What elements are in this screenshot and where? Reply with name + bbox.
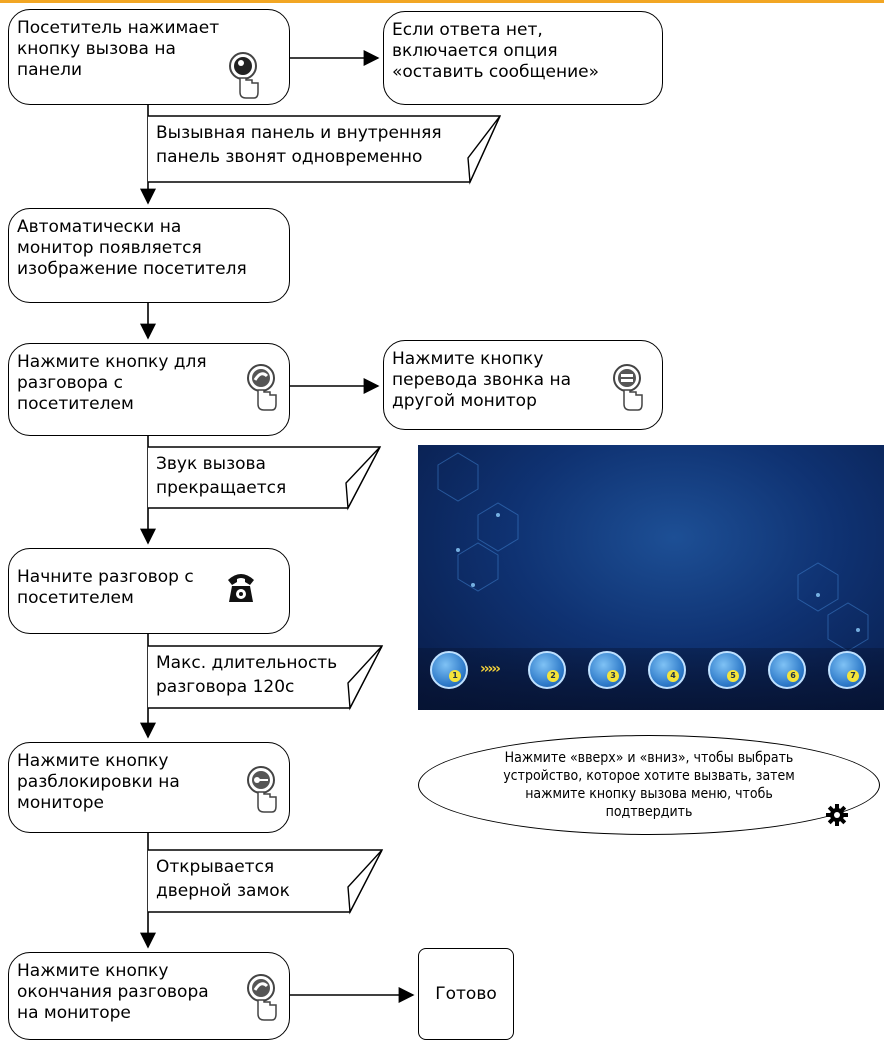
step-press-end: Нажмите кнопку окончания разговора на мо… [8,952,290,1040]
step-no-answer: Если ответа нет, включается опция «остав… [383,11,663,105]
step-done-label: Готово [435,983,497,1004]
note-ring-stops: Звук вызова прекращается [156,454,287,498]
step-press-transfer-label: Нажмите кнопку перевода звонка на другой… [392,349,572,411]
instruction-ellipse: Нажмите «вверх» и «вниз», чтобы выбрать … [418,735,880,835]
step-visitor-press-label: Посетитель нажимает кнопку вызова на пан… [17,18,220,80]
step-done: Готово [418,948,514,1040]
step-press-end-label: Нажмите кнопку окончания разговора на мо… [17,961,209,1023]
step-press-unlock-label: Нажмите кнопку разблокировки на мониторе [17,751,180,813]
note-door-opens: Открывается дверной замок [156,857,290,901]
step-auto-image-label: Автоматически на монитор появляется изоб… [17,217,247,279]
monitor-screen-image: 1 ››››› 2 3 4 5 6 7 [418,445,884,710]
accent-bar [0,0,884,3]
screen-arrows-icon: ››››› [480,661,501,677]
screen-background-pattern [437,452,869,652]
gear-icon [826,804,848,830]
call-button-hand-icon [226,50,262,104]
screen-call-button-3: 3 [588,651,626,689]
screen-call-button-2: 2 [528,651,566,689]
phone-icon [226,570,256,608]
end-call-hand-icon [244,972,280,1026]
step-press-talk-label: Нажмите кнопку для разговора с посетител… [17,352,207,414]
step-auto-image: Автоматически на монитор появляется изоб… [8,208,290,303]
screen-call-button-4: 4 [648,651,686,689]
note-max-duration: Макс. длительность разговора 120с [156,653,338,697]
step-press-talk: Нажмите кнопку для разговора с посетител… [8,343,290,436]
talk-button-hand-icon [244,362,280,416]
screen-call-button-5: 5 [708,651,746,689]
transfer-button-hand-icon [610,362,646,416]
step-start-talk-label: Начните разговор с посетителем [17,567,194,608]
instruction-text: Нажмите «вверх» и «вниз», чтобы выбрать … [503,750,795,820]
step-press-unlock: Нажмите кнопку разблокировки на мониторе [8,742,290,833]
unlock-button-hand-icon [244,764,280,818]
note-both-ring: Вызывная панель и внутренняя панель звон… [156,123,442,167]
step-no-answer-label: Если ответа нет, включается опция «остав… [392,20,599,82]
screen-call-button-7: 7 [828,651,866,689]
screen-call-button-6: 6 [768,651,806,689]
screen-call-button-1: 1 [430,651,468,689]
